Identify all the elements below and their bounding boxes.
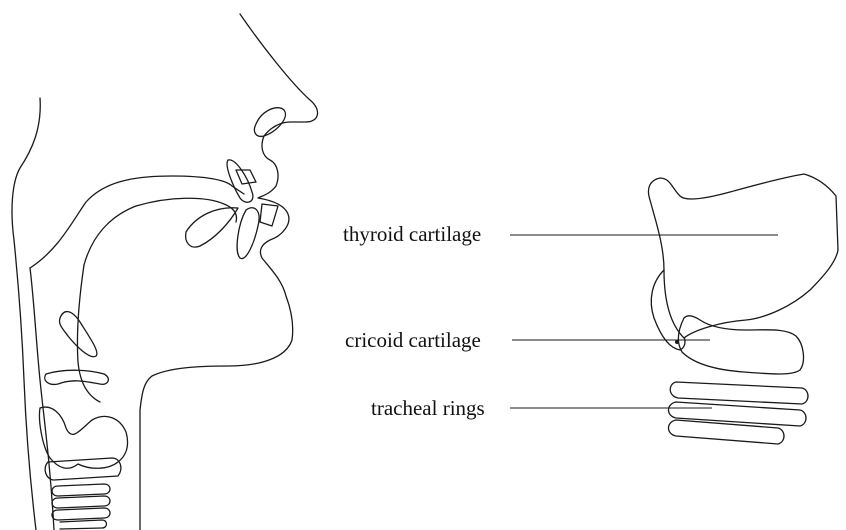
cricoid-cartilage-shape — [678, 316, 803, 374]
thyroid-cartilage-label: thyroid cartilage — [343, 224, 481, 245]
cricoid-dot — [675, 340, 679, 344]
larynx-detail — [648, 174, 838, 444]
neck-back-outline — [12, 98, 40, 530]
pharynx-back-wall — [30, 268, 54, 530]
upper-teeth — [227, 160, 253, 202]
thyroid-cartilage-shape — [648, 174, 838, 338]
trachea-ring — [52, 484, 110, 496]
cricoid-cartilage-label: cricoid cartilage — [345, 330, 481, 351]
larynx-cricoid — [45, 458, 121, 480]
lower-incisor — [260, 204, 278, 226]
trachea-ring — [52, 508, 110, 520]
hyoid-bone — [45, 370, 109, 384]
trachea-ring — [52, 496, 110, 508]
lower-teeth — [237, 208, 259, 259]
face-outline — [140, 14, 318, 530]
tongue-outline — [84, 198, 237, 265]
palate-outline — [30, 176, 244, 268]
tracheal-ring-large — [670, 382, 808, 404]
trachea-ring — [60, 520, 107, 529]
larynx-thyroid — [39, 407, 127, 468]
head-profile — [12, 14, 318, 530]
lips — [186, 208, 238, 247]
tracheal-ring-large — [669, 402, 807, 426]
nostril — [254, 108, 285, 137]
tracheal-rings-label: tracheal rings — [371, 398, 485, 419]
